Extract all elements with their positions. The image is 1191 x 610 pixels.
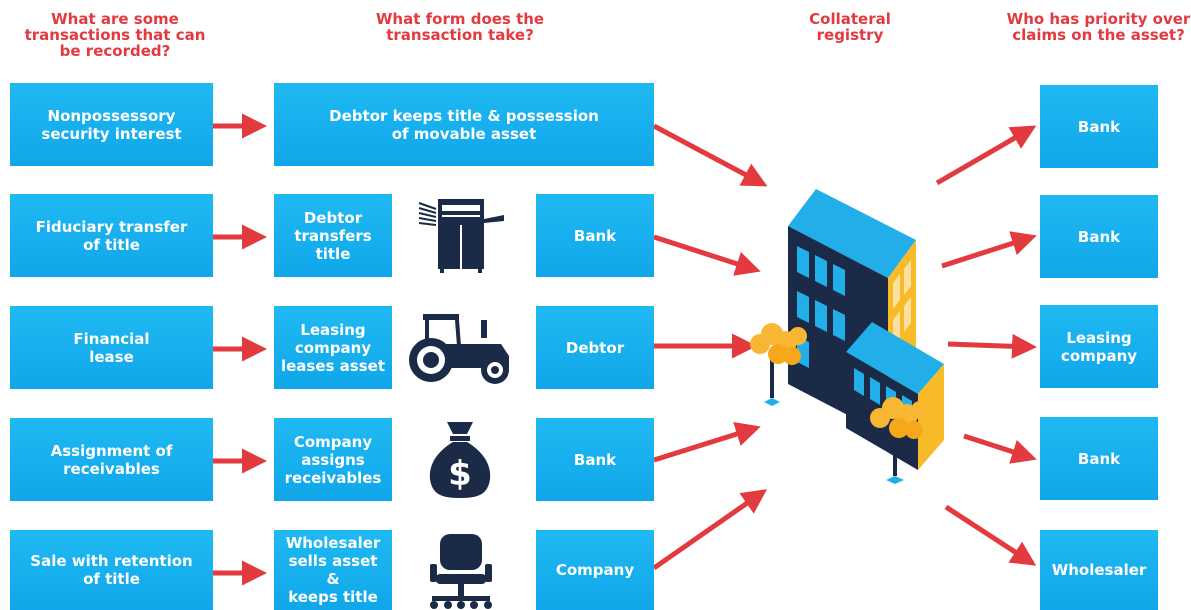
money-bag-icon: $ bbox=[429, 422, 491, 498]
header-registry: Collateral registry bbox=[809, 10, 891, 44]
transaction-box-4: Assignment of receivables bbox=[10, 418, 213, 501]
form-box-2: Leasing company leases asset bbox=[274, 306, 392, 389]
svg-text:$: $ bbox=[448, 454, 472, 494]
holder-box-2: Debtor bbox=[536, 306, 654, 389]
form-box-1: Debtor transfers title bbox=[274, 194, 392, 277]
header-priority: Who has priority over claims on the asse… bbox=[1006, 10, 1191, 44]
transaction-box-2: Fiduciary transfer of title bbox=[10, 194, 213, 277]
priority-box-5: Wholesaler bbox=[1040, 530, 1158, 610]
priority-box-1: Bank bbox=[1040, 85, 1158, 168]
form-box-3: Company assigns receivables bbox=[274, 418, 392, 501]
holder-box-1: Bank bbox=[536, 194, 654, 277]
priority-box-2: Bank bbox=[1040, 195, 1158, 278]
transaction-box-5: Sale with retention of title bbox=[10, 530, 213, 610]
holder-box-4: Company bbox=[536, 530, 654, 610]
priority-box-4: Bank bbox=[1040, 417, 1158, 500]
transaction-box-1: Nonpossessory security interest bbox=[10, 83, 213, 166]
holder-box-3: Bank bbox=[536, 418, 654, 501]
priority-box-3: Leasing company bbox=[1040, 305, 1158, 388]
tree-right bbox=[870, 397, 929, 484]
transaction-arrows bbox=[213, 113, 267, 586]
form-box-wide: Debtor keeps title & possession of movab… bbox=[274, 83, 654, 166]
office-chair-icon bbox=[430, 534, 492, 609]
copier-icon bbox=[418, 199, 504, 273]
building-icon bbox=[750, 189, 944, 484]
tree-left bbox=[750, 323, 807, 406]
header-transactions: What are some transactions that can be r… bbox=[24, 10, 206, 60]
transaction-box-3: Financial lease bbox=[10, 306, 213, 389]
registry-in-arrows bbox=[652, 123, 768, 571]
registry-out-arrows bbox=[935, 125, 1037, 566]
header-form: What form does the transaction take? bbox=[375, 10, 545, 44]
form-box-4: Wholesaler sells asset & keeps title bbox=[274, 530, 392, 610]
tractor-icon bbox=[409, 314, 509, 384]
